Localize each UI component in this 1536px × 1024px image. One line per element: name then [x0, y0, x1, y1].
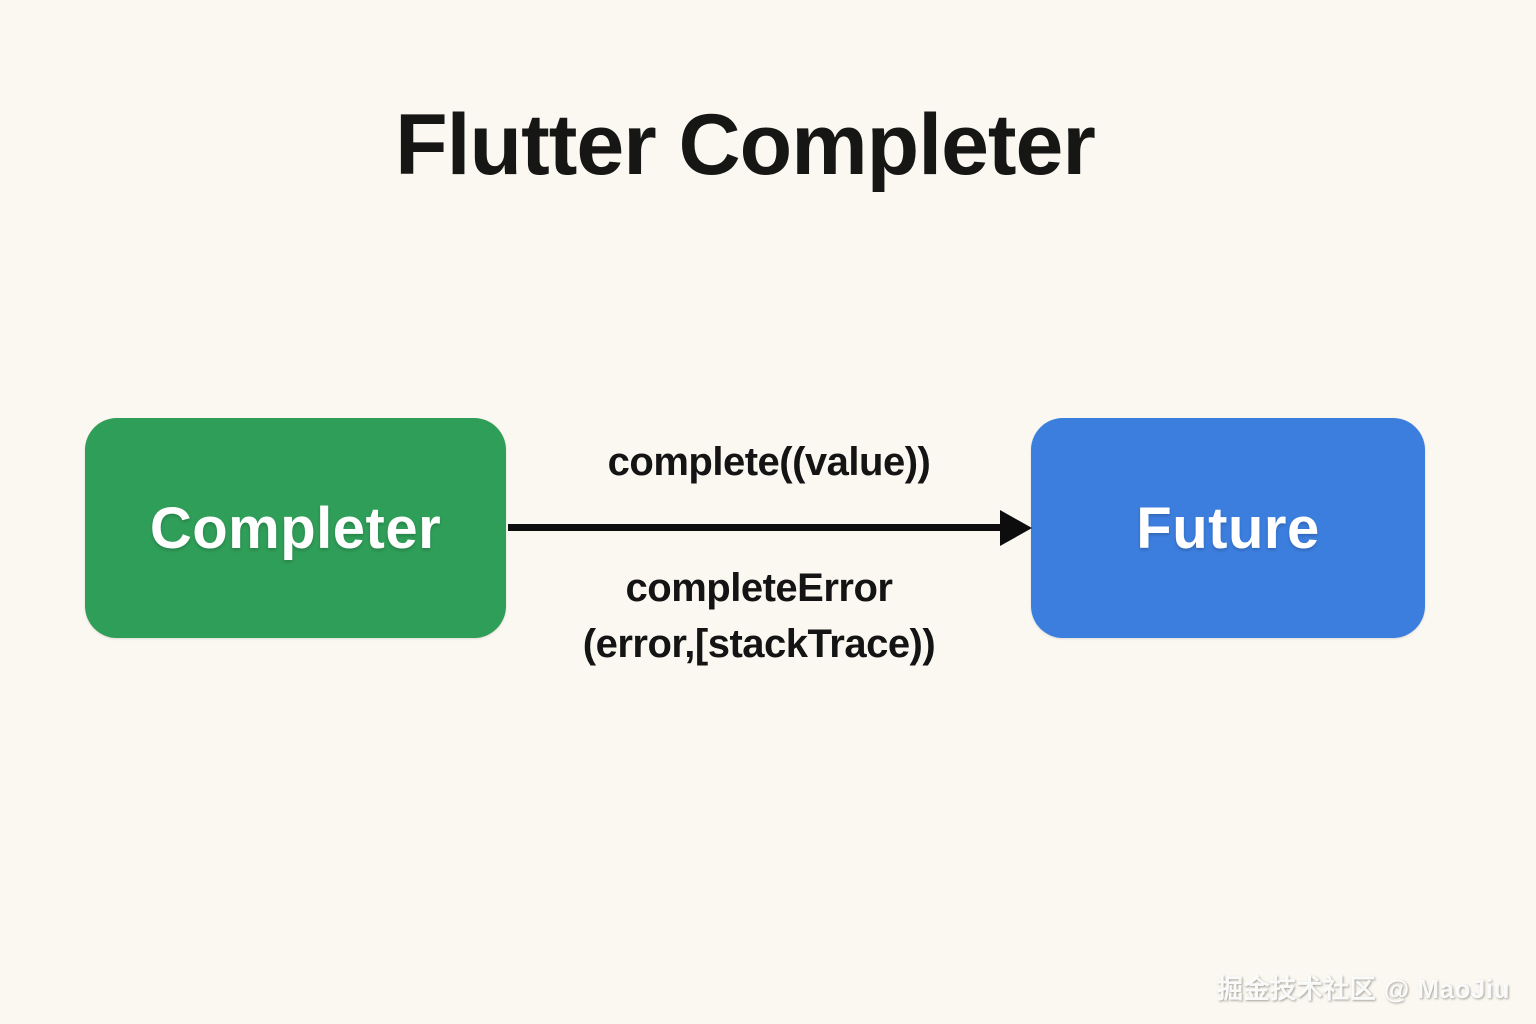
arrow-label-complete-error-line1: completeError [625, 566, 893, 610]
arrow-label-complete-error: completeError (error,[stackTrace)) [486, 560, 1032, 672]
arrowhead-icon [1000, 510, 1032, 546]
page-title: Flutter Completer [395, 97, 1096, 193]
node-future: Future [1031, 418, 1425, 638]
watermark: 掘金技术社区 @ MaoJiu [1217, 974, 1510, 1004]
arrow-label-complete: complete((value)) [607, 440, 931, 484]
node-future-label: Future [1136, 495, 1320, 561]
arrow-line [508, 524, 1004, 531]
node-completer: Completer [85, 418, 506, 638]
node-completer-label: Completer [149, 495, 442, 561]
arrow-label-complete-error-line2: (error,[stackTrace)) [582, 622, 936, 666]
